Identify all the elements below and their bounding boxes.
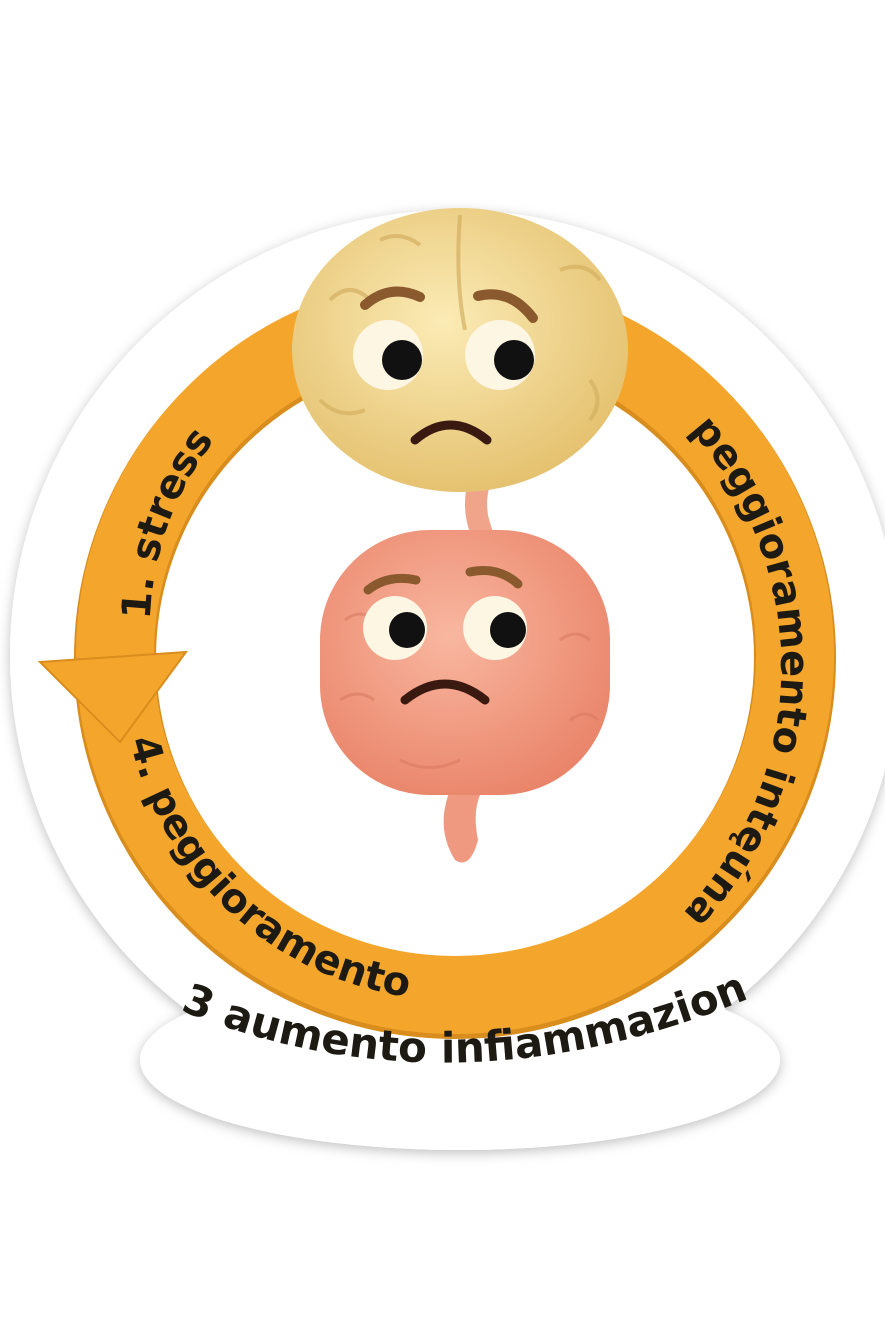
arrow-head-icon	[37, 650, 189, 744]
brain-icon	[292, 208, 628, 492]
